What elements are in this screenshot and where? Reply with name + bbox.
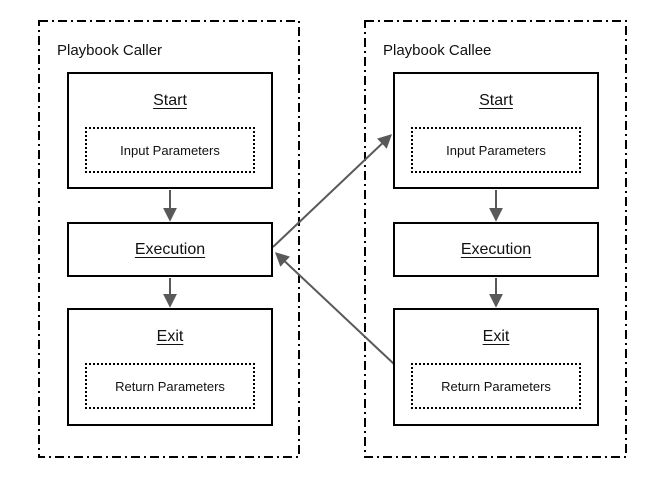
arrow-call-caller-execution-to-callee-start [272, 134, 393, 248]
caller-start-label: Start [153, 92, 187, 109]
callee-return-parameters-box: Return Parameters [411, 363, 581, 409]
caller-input-parameters-label: Input Parameters [120, 142, 220, 158]
caller-exit-box: Exit Return Parameters [67, 308, 273, 426]
caller-return-parameters-box: Return Parameters [85, 363, 255, 409]
callee-execution-box: Execution [393, 222, 599, 277]
callee-start-box: Start Input Parameters [393, 72, 599, 189]
caller-title: Playbook Caller [57, 42, 163, 59]
callee-start-label: Start [479, 92, 513, 109]
callee-exit-box: Exit Return Parameters [393, 308, 599, 426]
callee-execution-label: Execution [460, 241, 532, 258]
caller-execution-label: Execution [134, 241, 206, 258]
arrow-return-callee-exit-to-caller-execution [274, 252, 395, 365]
callee-input-parameters-box: Input Parameters [411, 127, 581, 173]
callee-return-parameters-label: Return Parameters [441, 378, 551, 394]
caller-execution-box: Execution [67, 222, 273, 277]
callee-exit-label: Exit [482, 328, 510, 345]
callee-input-parameters-label: Input Parameters [446, 142, 546, 158]
caller-return-parameters-label: Return Parameters [115, 378, 225, 394]
caller-start-box: Start Input Parameters [67, 72, 273, 189]
caller-input-parameters-box: Input Parameters [85, 127, 255, 173]
caller-exit-label: Exit [156, 328, 184, 345]
callee-title: Playbook Callee [383, 42, 492, 59]
